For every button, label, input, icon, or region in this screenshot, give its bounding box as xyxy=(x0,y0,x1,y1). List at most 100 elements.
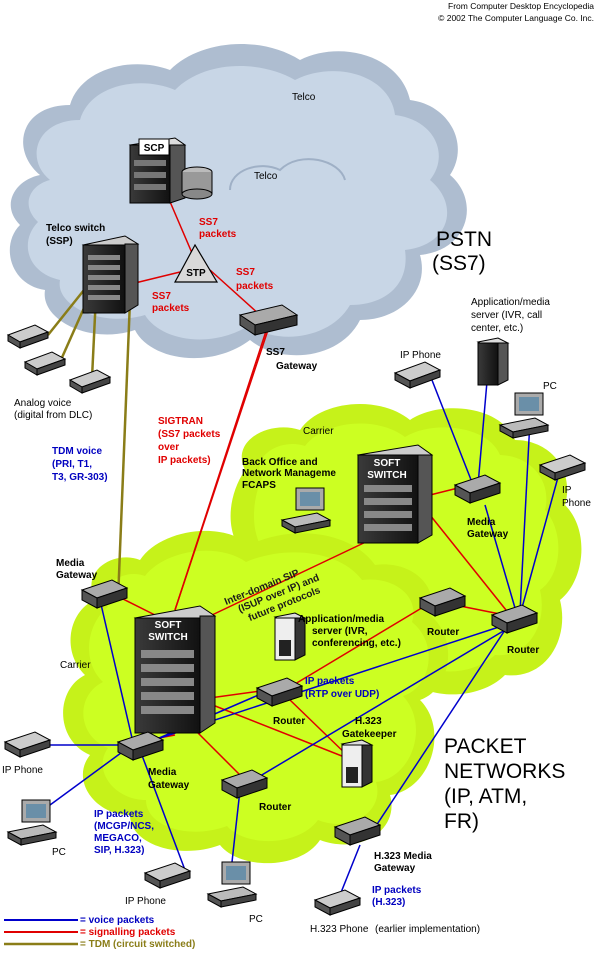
lower-media-gateway-bottom-label-1: Media xyxy=(148,767,177,778)
h323-phone-label: H.323 Phone xyxy=(310,924,369,935)
app-server-lower-label-2: server (IVR, xyxy=(312,626,368,637)
scp-label-box xyxy=(138,138,170,156)
app-server-top-label-1: Application/media xyxy=(471,297,550,308)
telco-label-1: Telco xyxy=(292,92,316,103)
backoffice-pc-icon xyxy=(280,487,332,534)
app-server-top-icon xyxy=(476,337,510,386)
ip-phone-right-label-2: Phone xyxy=(562,498,591,509)
lower-carrier-label: Carrier xyxy=(60,660,91,671)
ip-packets-mgcp-label-2: (MCGP/NCS, xyxy=(94,821,154,832)
router-lower-b-label: Router xyxy=(259,802,291,813)
packet-networks-line4: FR) xyxy=(444,810,479,833)
upper-soft-switch-label-2: SWITCH xyxy=(367,470,406,481)
tdm-voice-label-3: T3, GR-303) xyxy=(52,472,108,483)
lower-media-gateway-bottom-label-2: Gateway xyxy=(148,780,190,791)
ip-packets-mgcp-label-3: MEGACO, xyxy=(94,833,142,844)
copyright-line1: From Computer Desktop Encyclopedia xyxy=(448,1,594,11)
ss7-packets-c-1: SS7 xyxy=(152,291,171,302)
lower-media-gateway-top-label-1: Media xyxy=(56,558,85,569)
h323-gatekeeper-label-2: Gatekeeper xyxy=(342,729,397,740)
router-upper-b-icon xyxy=(490,604,539,634)
packet-networks-line1: PACKET xyxy=(444,735,527,758)
ss7-gateway-icon xyxy=(238,304,299,336)
legend-signalling-label: = signalling packets xyxy=(80,927,176,938)
stp-label: STP xyxy=(186,268,206,279)
router-upper-b-label: Router xyxy=(507,645,539,656)
h323-gatekeeper-label-1: H.323 xyxy=(355,716,382,727)
analog-phone-icon xyxy=(68,369,112,394)
upper-soft-switch-icon xyxy=(356,444,434,544)
sigtran-label-4: IP packets) xyxy=(158,455,211,466)
lower-soft-switch-icon xyxy=(133,605,217,734)
ss7-packets-c-2: packets xyxy=(152,303,190,314)
h323-phone-icon xyxy=(313,889,362,916)
ip-phone-left-icon xyxy=(3,731,52,758)
analog-phone-icon xyxy=(23,351,67,376)
router-lower-a-label: Router xyxy=(273,716,305,727)
upper-soft-switch-label-1: SOFT xyxy=(374,458,401,469)
app-server-top-label-2: server (IVR, call xyxy=(471,310,542,321)
ip-phone-left-label: IP Phone xyxy=(2,765,43,776)
backoffice-label-3: FCAPS xyxy=(242,480,276,491)
copyright-line2: © 2002 The Computer Language Co. Inc. xyxy=(438,13,594,23)
pstn-cloud xyxy=(9,43,467,359)
ss7-packets-a-2: packets xyxy=(199,229,237,240)
upper-media-gateway-label-1: Media xyxy=(467,517,496,528)
ip-phone-bottom-label: IP Phone xyxy=(125,896,166,907)
tdm-voice-label-1: TDM voice xyxy=(52,446,102,457)
upper-media-gateway-icon xyxy=(453,474,502,504)
legend: = voice packets = signalling packets = T… xyxy=(4,915,195,950)
telco-switch-sublabel: (SSP) xyxy=(46,236,73,247)
telco-label-2: Telco xyxy=(254,171,278,182)
pc-bottom-label: PC xyxy=(249,914,263,925)
telco-switch-label: Telco switch xyxy=(46,223,105,234)
sigtran-label-2: (SS7 packets xyxy=(158,429,221,440)
lower-soft-switch-label-1: SOFT xyxy=(155,620,182,631)
ip-packets-mgcp-label-4: SIP, H.323) xyxy=(94,845,144,856)
h323-media-gateway-label-2: Gateway xyxy=(374,863,416,874)
scp-label: SCP xyxy=(144,143,165,154)
ss7-packets-b-1: SS7 xyxy=(236,267,255,278)
ip-packets-h323-label-1: IP packets xyxy=(372,885,422,896)
ss7-gateway-link xyxy=(174,329,269,611)
ip-phone-top-label: IP Phone xyxy=(400,350,441,361)
analog-voice-label: Analog voice xyxy=(14,398,72,409)
ss7-gateway-label-1: SS7 xyxy=(266,347,285,358)
lower-media-gateway-bottom-icon xyxy=(116,731,165,761)
pc-left-label: PC xyxy=(52,847,66,858)
ip-phone-top-icon xyxy=(393,361,442,389)
router-lower-a-icon xyxy=(255,677,304,707)
ss7-packets-b-2: packets xyxy=(236,281,274,292)
ip-phone-bottom-icon xyxy=(143,862,192,889)
pstn-subtitle: (SS7) xyxy=(432,252,486,275)
h323-media-gateway-label-1: H.323 Media xyxy=(374,851,432,862)
lower-media-gateway-top-label-2: Gateway xyxy=(56,570,98,581)
backoffice-label-1: Back Office and xyxy=(242,457,318,468)
ss7-packets-a-1: SS7 xyxy=(199,217,218,228)
packet-networks-line2: NETWORKS xyxy=(444,760,565,783)
analog-voice-sublabel: (digital from DLC) xyxy=(14,410,92,421)
earlier-implementation-label: (earlier implementation) xyxy=(375,924,480,935)
tdm-voice-label-2: (PRI, T1, xyxy=(52,459,92,470)
stp-icon xyxy=(173,243,219,283)
pc-left-icon xyxy=(6,799,58,846)
pstn-title: PSTN xyxy=(436,228,492,251)
analog-phone-icon xyxy=(6,324,50,349)
ip-packets-h323-label-2: (H.323) xyxy=(372,897,405,908)
sigtran-label-1: SIGTRAN xyxy=(158,416,203,427)
pc-top-label: PC xyxy=(543,381,557,392)
upper-media-gateway-label-2: Gateway xyxy=(467,529,509,540)
backoffice-label-2: Network Manageme xyxy=(242,468,336,479)
legend-voice-label: = voice packets xyxy=(80,915,155,926)
app-server-lower-icon xyxy=(273,612,307,661)
router-upper-a-icon xyxy=(418,587,467,617)
pc-bottom-icon xyxy=(206,861,258,908)
upper-carrier-label: Carrier xyxy=(303,426,334,437)
packet-networks-line3: (IP, ATM, xyxy=(444,785,527,808)
ip-packets-rtp-label-2: (RTP over UDP) xyxy=(305,689,379,700)
ip-phone-right-icon xyxy=(538,454,587,481)
app-server-top-label-3: center, etc.) xyxy=(471,323,523,334)
app-server-lower-label-1: Application/media xyxy=(298,614,385,625)
router-upper-a-label: Router xyxy=(427,627,459,638)
